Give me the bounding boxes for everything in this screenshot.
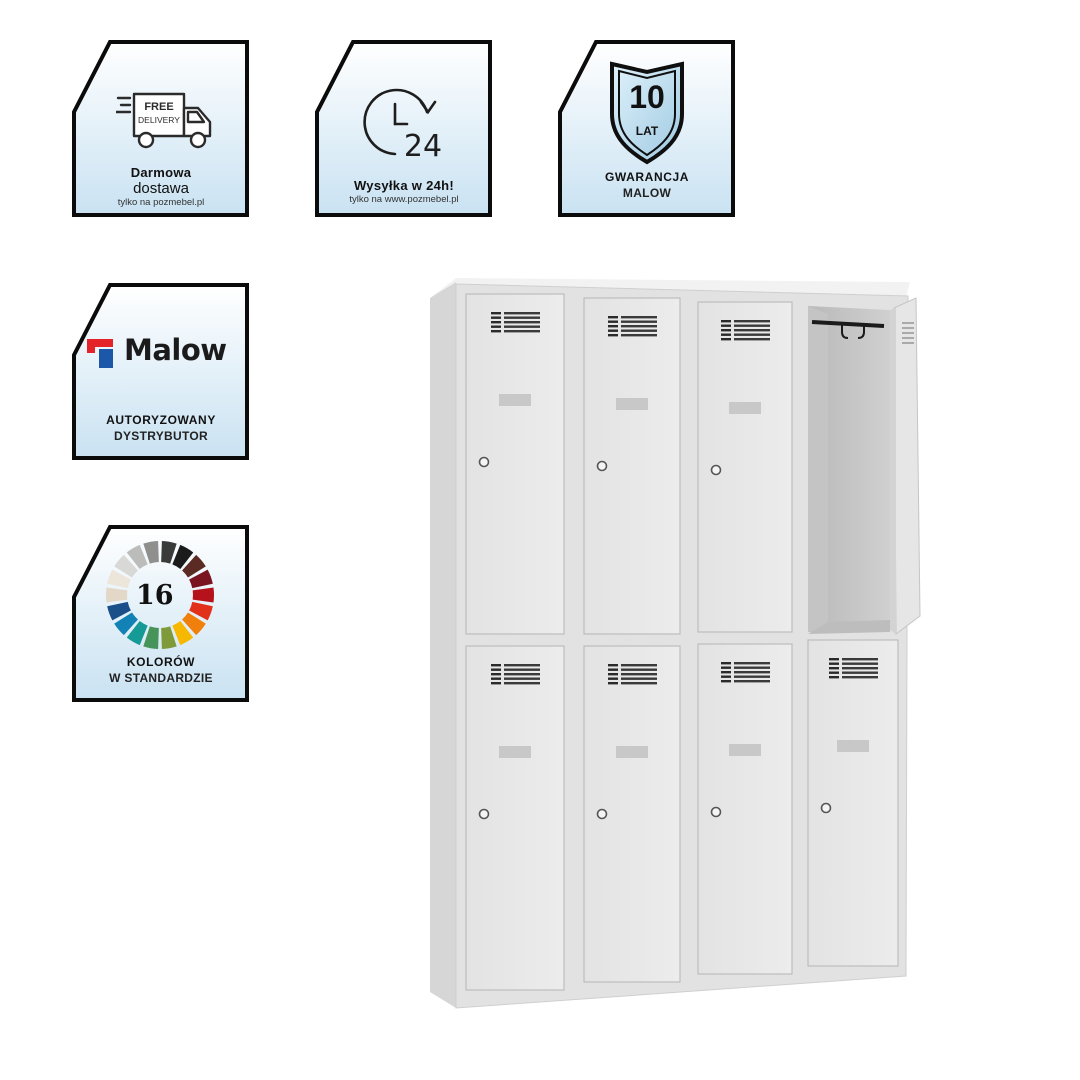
color-swatch (114, 612, 138, 636)
locker-door (697, 301, 793, 633)
locker-door (583, 297, 681, 635)
color-swatch (189, 601, 213, 621)
open-door (890, 297, 921, 635)
color-swatch (182, 554, 206, 578)
badge-line-1: AUTORYZOWANY (106, 413, 216, 427)
badge-16-colors: 16 KOLORÓW W STANDARDZIE (72, 525, 250, 703)
badge-authorized-distributor: Malow AUTORYZOWANY DYSTRYBUTOR (72, 283, 250, 461)
color-swatch (107, 569, 131, 589)
badge-line-2: DYSTRYBUTOR (114, 429, 208, 443)
color-swatch (182, 612, 206, 636)
brand-name: Malow (124, 333, 227, 367)
delivery-truck-icon: FREE DELIVERY (116, 92, 212, 149)
locker-front (455, 283, 909, 1009)
badge-shipping-24h: 24 Wysyłka w 24h! tylko na www.pozmebel.… (315, 40, 493, 218)
malow-logo-icon (87, 339, 113, 368)
badge-frame (315, 40, 492, 217)
color-swatch (107, 601, 131, 621)
color-swatch (126, 621, 148, 646)
badge-line-1: KOLORÓW (126, 655, 196, 669)
colors-count: 16 (136, 580, 174, 611)
clock-icon: 24 (363, 88, 442, 164)
locker-left-side (430, 282, 456, 1008)
shield-icon: 10 LAT (610, 61, 684, 165)
locker-door (583, 645, 681, 983)
locker-door (807, 639, 899, 967)
svg-text:LAT: LAT (636, 124, 659, 138)
badge-line-2: W STANDARDZIE (109, 671, 213, 685)
color-swatch (114, 554, 138, 578)
badge-line-2: dostawa (133, 180, 189, 197)
badge-line-3: tylko na pozmebel.pl (117, 197, 205, 208)
badge-free-delivery: FREE DELIVERY Darmowa dostawa tylko na p… (72, 40, 250, 218)
svg-text:10: 10 (629, 79, 665, 115)
color-wheel-icon (106, 541, 214, 649)
svg-text:24: 24 (404, 129, 442, 164)
color-swatch (192, 587, 214, 603)
svg-text:DELIVERY: DELIVERY (138, 115, 180, 125)
badge-line-1: GWARANCJA (604, 170, 690, 184)
color-swatch (189, 569, 213, 589)
color-swatch (126, 544, 148, 569)
color-swatch (172, 621, 194, 646)
badge-frame (72, 525, 249, 702)
svg-text:FREE: FREE (144, 101, 173, 113)
locker-door (465, 293, 565, 635)
badge-warranty: 10 LAT GWARANCJA MALOW (558, 40, 736, 218)
open-compartment (808, 306, 890, 634)
badge-line-1: Wysyłka w 24h! (353, 178, 455, 193)
metal-locker-cabinet (430, 278, 921, 1009)
color-swatch (106, 587, 128, 603)
hook-icon (841, 324, 849, 339)
badge-line-1: Darmowa (130, 165, 192, 180)
color-swatch (161, 541, 177, 564)
locker-door (697, 643, 793, 975)
badge-frame (72, 283, 249, 460)
color-swatch (161, 626, 177, 649)
badge-line-2: MALOW (622, 186, 672, 200)
coat-rail (811, 320, 885, 328)
color-swatch (143, 626, 159, 649)
color-swatch (172, 544, 194, 569)
color-swatch (143, 541, 159, 564)
badge-line-2: tylko na www.pozmebel.pl (349, 194, 459, 205)
locker-door (465, 645, 565, 991)
